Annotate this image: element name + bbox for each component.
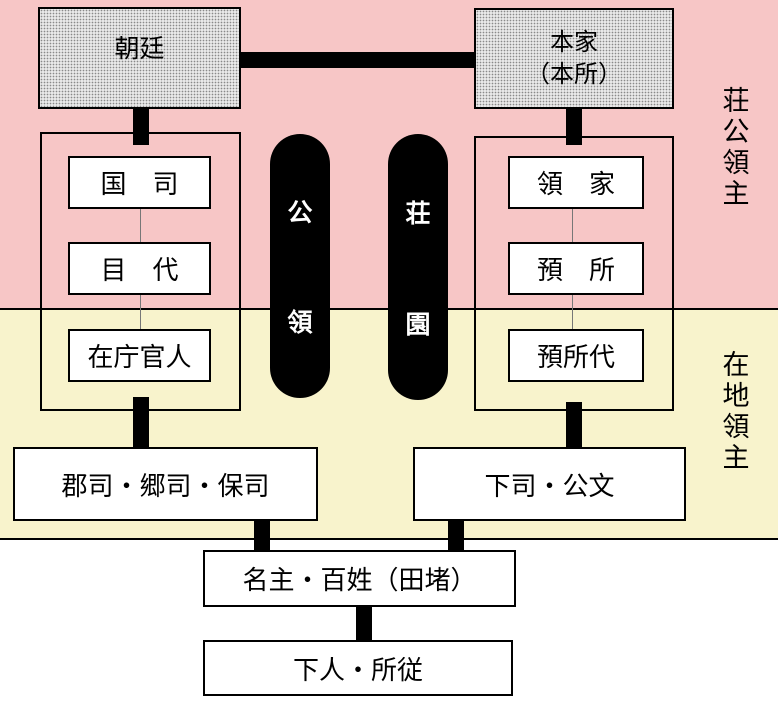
myoshu-box: 名主・百姓（田堵）: [203, 550, 516, 607]
zaichokanjin-label: 在庁官人: [87, 343, 192, 373]
side-label-char: 地: [722, 381, 750, 413]
public-domain-pill: 公 領: [270, 134, 330, 398]
kokuga-frame: [40, 132, 241, 411]
mokudai-box: 目 代: [68, 242, 211, 295]
proprietor-office-connector: [566, 100, 582, 145]
court-kokuga-connector: [133, 102, 149, 145]
proprietor-sublabel: （本所）: [526, 59, 622, 88]
right-myoshu-connector: [448, 510, 464, 559]
zaichokanjin-box: 在庁官人: [68, 329, 211, 382]
pill-char: 領: [287, 308, 313, 337]
azukaridokoro-box: 預 所: [508, 242, 644, 295]
genin-box: 下人・所従: [203, 640, 513, 696]
local-officials-right-label: 下司・公文: [484, 471, 615, 502]
pill-char: 公: [287, 198, 313, 227]
local-officials-right-box: 下司・公文: [413, 447, 686, 521]
kokuga-link-line: [140, 293, 141, 331]
office-local-connector: [566, 402, 582, 454]
court-box: 朝廷: [38, 7, 241, 109]
mokudai-label: 目 代: [100, 256, 179, 286]
manor-office-frame: [474, 136, 674, 411]
side-label-char: 在: [722, 350, 750, 381]
manor-pill: 荘 園: [388, 134, 448, 400]
office-link-line: [572, 207, 573, 244]
azukaridokoro-label: 預 所: [536, 256, 615, 286]
court-label: 朝廷: [114, 34, 165, 63]
pill-char: 荘: [405, 198, 431, 228]
azukaridokorodai-label: 預所代: [536, 343, 615, 373]
side-label-lower: 在 地 領 主: [716, 350, 756, 474]
genin-label: 下人・所従: [292, 655, 423, 686]
left-myoshu-connector: [254, 512, 270, 559]
proprietor-label: 本家: [550, 28, 598, 57]
kokushi-box: 国 司: [68, 156, 211, 209]
local-officials-left-label: 郡司・郷司・保司: [61, 471, 270, 502]
side-label-char: 荘: [722, 86, 750, 117]
office-link-line: [572, 293, 573, 331]
side-label-char: 公: [722, 117, 750, 149]
side-label-char: 主: [722, 443, 750, 475]
myoshu-label: 名主・百姓（田堵）: [242, 566, 477, 596]
kokushi-label: 国 司: [100, 170, 179, 200]
proprietor-box: 本家 （本所）: [474, 8, 674, 109]
pill-char: 園: [405, 309, 431, 339]
myoshu-genin-connector: [356, 600, 372, 646]
side-label-upper: 荘 公 領 主: [716, 86, 756, 210]
side-label-char: 領: [722, 412, 750, 444]
side-label-char: 主: [722, 179, 750, 211]
side-label-char: 領: [722, 148, 750, 180]
kokuga-link-line: [140, 207, 141, 244]
court-proprietor-connector: [232, 52, 482, 68]
ryoke-label: 領 家: [536, 170, 615, 200]
azukaridokorodai-box: 預所代: [508, 329, 644, 382]
local-officials-left-box: 郡司・郷司・保司: [13, 447, 318, 521]
ryoke-box: 領 家: [508, 156, 644, 209]
